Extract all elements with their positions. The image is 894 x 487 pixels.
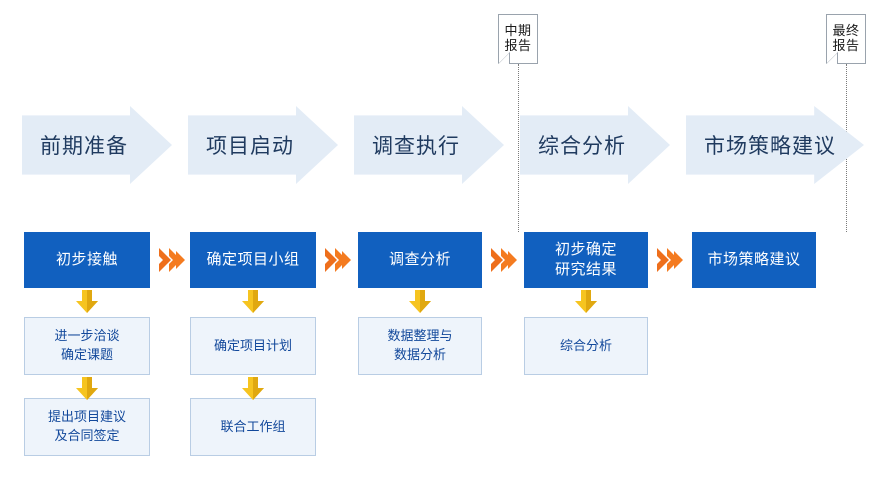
phase-label-2: 项目启动 <box>206 135 294 158</box>
column-5-main-box[interactable]: 市场策略建议 <box>692 232 816 288</box>
phase-label-1: 前期准备 <box>40 135 128 158</box>
column-1-sub-box-2[interactable]: 提出项目建议及合同签定 <box>24 398 150 456</box>
text-line: 提出项目建议 <box>47 409 126 425</box>
column-2-main-label: 确定项目小组 <box>206 250 299 270</box>
text-line: 综合分析 <box>559 337 612 353</box>
column-1-main-label: 初步接触 <box>56 250 118 270</box>
text-line: 确定项目计划 <box>213 337 292 353</box>
down-arrow-icon-2 <box>240 290 266 314</box>
flow-chevron-icon-3 <box>490 246 520 274</box>
column-2-main-box[interactable]: 确定项目小组 <box>190 232 316 288</box>
column-1-sub-label-1: 进一步洽谈确定课题 <box>54 327 119 365</box>
column-3-main-label: 调查分析 <box>389 250 451 270</box>
text-line: 调查分析 <box>388 250 451 268</box>
down-arrow-icon-5 <box>74 377 100 401</box>
text-line: 数据分析 <box>393 347 446 362</box>
text-line: 进一步洽谈 <box>54 328 120 344</box>
text-line: 及合同签定 <box>54 428 120 443</box>
column-4-main-box[interactable]: 初步确定研究结果 <box>524 232 648 288</box>
text-line: 市场策略建议 <box>707 250 801 268</box>
note-midterm-report: 中期报告 <box>498 14 538 64</box>
column-3-main-box[interactable]: 调查分析 <box>358 232 482 288</box>
note-final-report: 最终报告 <box>826 14 866 64</box>
text-line: 初步接触 <box>55 250 118 268</box>
column-4-sub-box-1[interactable]: 综合分析 <box>524 317 648 375</box>
guide-line-midterm-report <box>518 64 519 232</box>
column-5-main-label: 市场策略建议 <box>707 250 800 270</box>
note-line: 最终 <box>832 23 860 39</box>
column-3-sub-label-1: 数据整理与数据分析 <box>387 327 452 365</box>
text-line: 初步确定 <box>554 240 617 258</box>
down-arrow-icon-1 <box>74 290 100 314</box>
column-3-sub-box-1[interactable]: 数据整理与数据分析 <box>358 317 482 375</box>
down-arrow-icon-4 <box>573 290 599 314</box>
text-line: 研究结果 <box>554 261 617 278</box>
down-arrow-icon-6 <box>240 377 266 401</box>
flow-chevron-icon-2 <box>324 246 354 274</box>
column-4-sub-label-1: 综合分析 <box>560 337 612 356</box>
text-line: 确定课题 <box>60 347 113 362</box>
note-line: 报告 <box>504 38 532 53</box>
column-2-sub-label-1: 确定项目计划 <box>214 337 292 356</box>
phase-label-3: 调查执行 <box>372 135 460 158</box>
flow-chevron-icon-4 <box>656 246 686 274</box>
text-line: 确定项目小组 <box>206 250 300 268</box>
column-1-sub-box-1[interactable]: 进一步洽谈确定课题 <box>24 317 150 375</box>
text-line: 联合工作组 <box>220 418 286 434</box>
column-2-sub-box-2[interactable]: 联合工作组 <box>190 398 316 456</box>
column-1-sub-label-2: 提出项目建议及合同签定 <box>48 408 126 446</box>
down-arrow-icon-3 <box>407 290 433 314</box>
note-line: 中期 <box>504 23 532 39</box>
note-line: 报告 <box>832 38 860 53</box>
column-2-sub-label-2: 联合工作组 <box>220 418 285 437</box>
phase-label-4: 综合分析 <box>538 135 626 158</box>
column-2-sub-box-1[interactable]: 确定项目计划 <box>190 317 316 375</box>
text-line: 数据整理与 <box>387 328 453 344</box>
column-1-main-box[interactable]: 初步接触 <box>24 232 150 288</box>
flow-chevron-icon-1 <box>158 246 188 274</box>
column-4-main-label: 初步确定研究结果 <box>555 240 617 281</box>
phase-label-5: 市场策略建议 <box>704 135 836 158</box>
